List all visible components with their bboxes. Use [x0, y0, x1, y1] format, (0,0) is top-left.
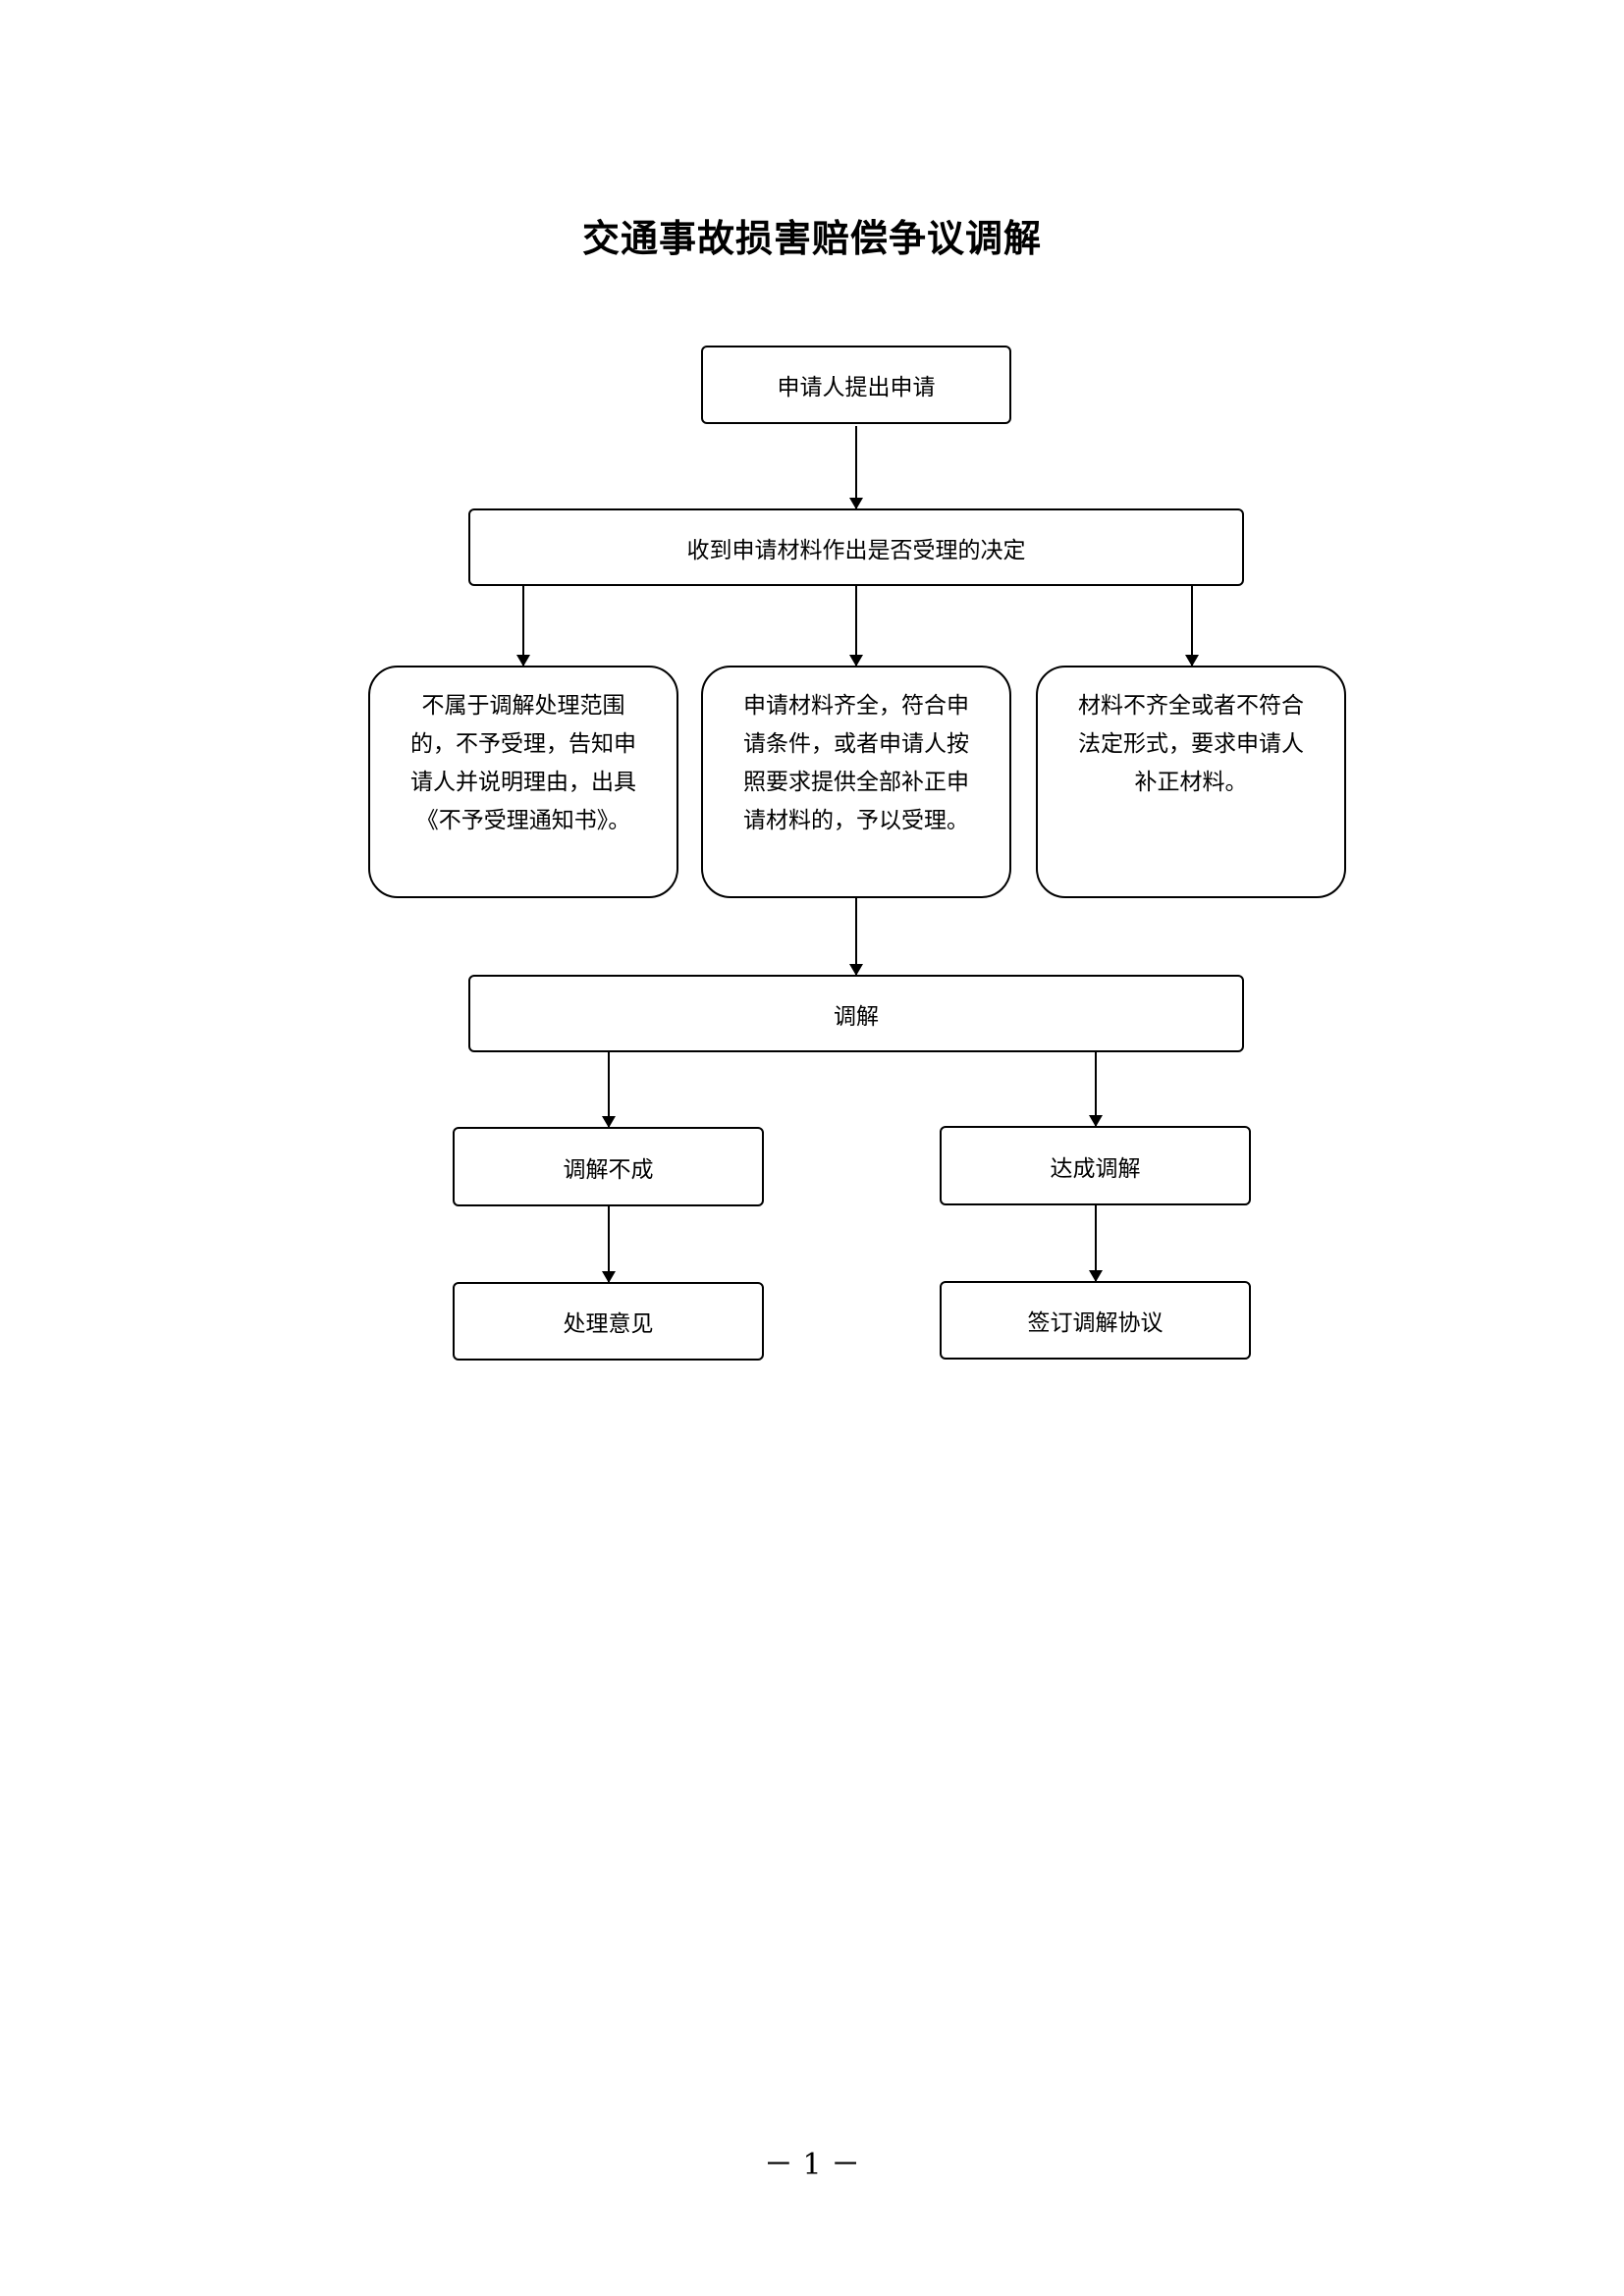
- node-accept: 申请材料齐全，符合申 请条件，或者申请人按 照要求提供全部补正申 请材料的，予以…: [701, 666, 1011, 898]
- node-supplement: 材料不齐全或者不符合 法定形式，要求申请人 补正材料。: [1036, 666, 1346, 898]
- node-reject: 不属于调解处理范围 的，不予受理，告知申 请人并说明理由，出具 《不予受理通知书…: [368, 666, 678, 898]
- node-apply: 申请人提出申请: [701, 346, 1011, 424]
- node-mediation-failed-label: 调解不成: [563, 1156, 654, 1183]
- node-sign-agreement: 签订调解协议: [940, 1281, 1251, 1360]
- node-mediation-reached-label: 达成调解: [1050, 1155, 1141, 1182]
- node-apply-label: 申请人提出申请: [777, 375, 936, 400]
- node-sign-agreement-label: 签订调解协议: [1027, 1310, 1164, 1336]
- node-mediation-label: 调解: [834, 1003, 879, 1030]
- document-title: 交通事故损害赔偿争议调解: [581, 216, 1042, 260]
- node-accept-label: 申请材料齐全，符合申 请条件，或者申请人按 照要求提供全部补正申 请材料的，予以…: [743, 693, 969, 833]
- node-decision-label: 收到申请材料作出是否受理的决定: [686, 537, 1026, 563]
- page-number: － 1 －: [763, 2148, 861, 2182]
- node-handling-opinion: 处理意见: [453, 1282, 764, 1361]
- node-mediation-reached: 达成调解: [940, 1126, 1251, 1205]
- node-mediation: 调解: [468, 975, 1244, 1052]
- node-supplement-label: 材料不齐全或者不符合 法定形式，要求申请人 补正材料。: [1078, 693, 1304, 795]
- node-handling-opinion-label: 处理意见: [563, 1311, 654, 1337]
- node-mediation-failed: 调解不成: [453, 1127, 764, 1206]
- node-decision: 收到申请材料作出是否受理的决定: [468, 508, 1244, 586]
- node-reject-label: 不属于调解处理范围 的，不予受理，告知申 请人并说明理由，出具 《不予受理通知书…: [410, 693, 636, 833]
